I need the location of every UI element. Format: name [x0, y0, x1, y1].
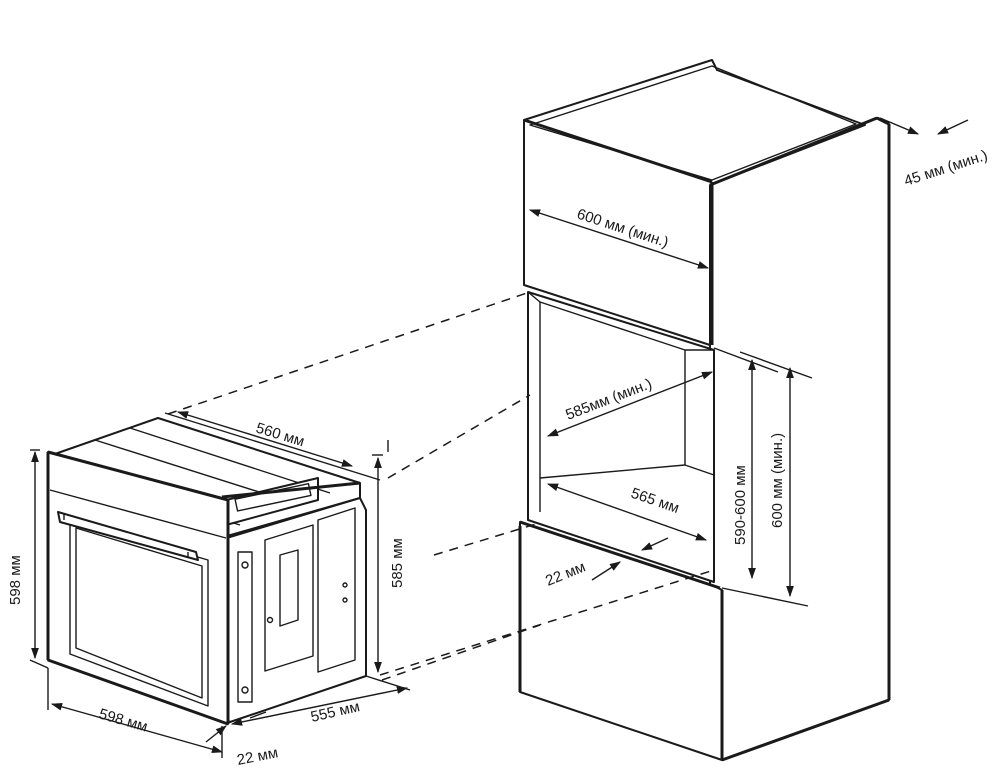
- label-oven-front-thickness: 22 мм: [236, 744, 280, 769]
- label-oven-height-right: 585 мм: [389, 538, 406, 588]
- dimension-lines: [29, 117, 969, 758]
- projection-lines: [167, 291, 715, 681]
- label-oven-depth-bottom: 555 мм: [309, 698, 361, 726]
- label-oven-width-bottom: 598 мм: [97, 706, 150, 736]
- oven: [46, 417, 367, 726]
- label-rear-gap-min: 45 мм (мин.): [902, 147, 990, 190]
- label-niche-height-range: 590-600 мм: [732, 465, 749, 545]
- label-oven-height-left: 598 мм: [7, 555, 24, 605]
- label-niche-height-min: 600 мм (мин.): [769, 433, 786, 528]
- cabinet-niche: [518, 59, 891, 762]
- label-oven-depth-top: 560 мм: [254, 420, 307, 451]
